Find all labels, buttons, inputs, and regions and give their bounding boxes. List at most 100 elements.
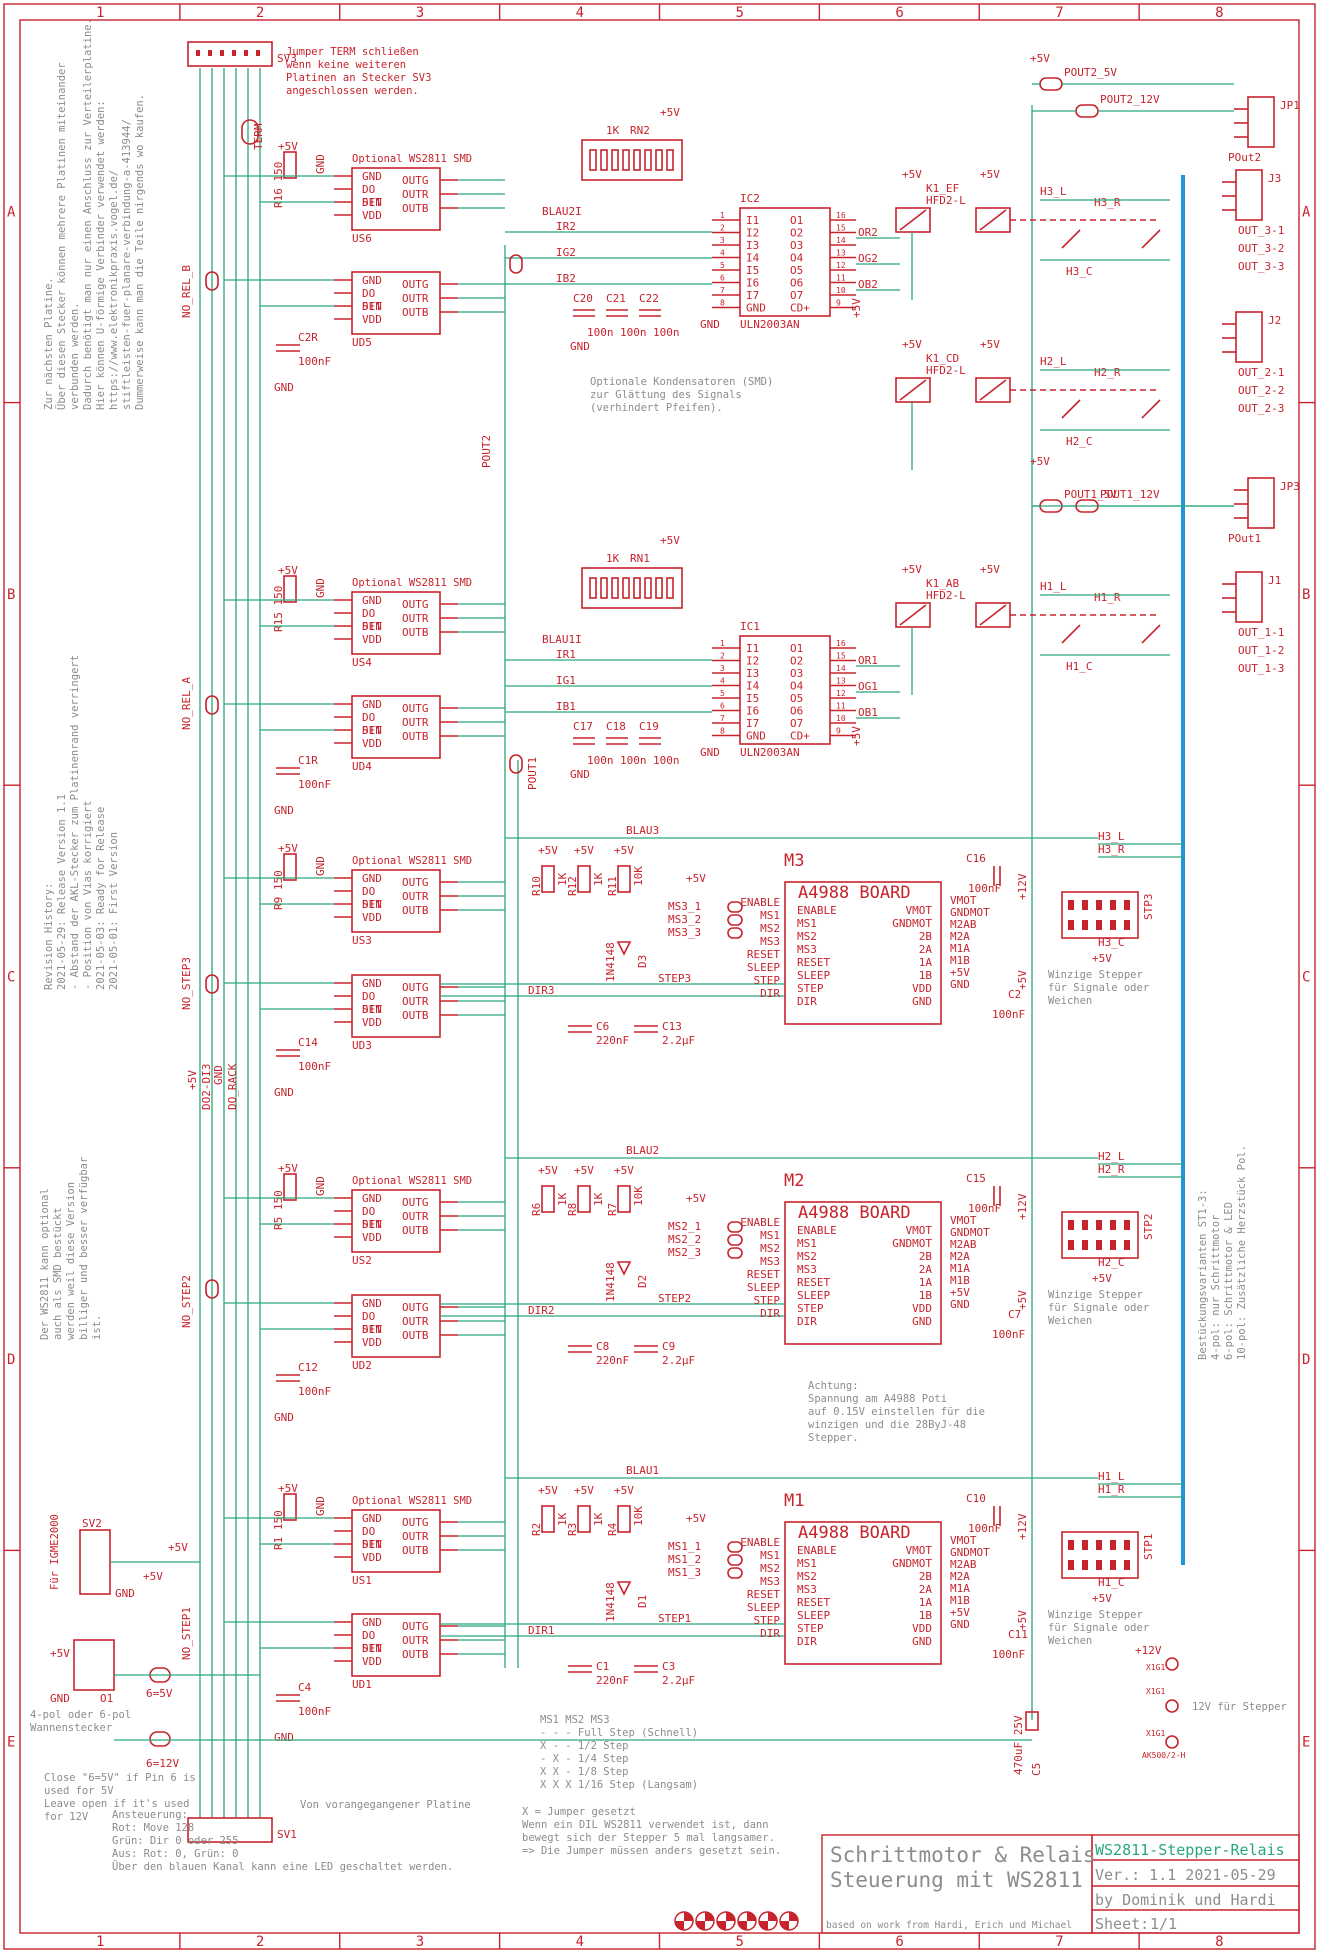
- ws-pin-outb: OUTB: [402, 306, 429, 319]
- ws-pin-din: DIN: [362, 724, 382, 737]
- pin-number: 9: [836, 299, 841, 308]
- a4988-net-right: +5V: [950, 1286, 970, 1299]
- plus5v-label: +5V: [686, 1512, 706, 1525]
- gnd-label: GND: [314, 578, 327, 598]
- a4988-pin-gndmot: GNDMOT: [892, 917, 932, 930]
- grid-row-label: E: [7, 1735, 15, 1751]
- svg-text:+5V: +5V: [50, 1647, 70, 1660]
- grid-row-label: C: [7, 970, 15, 986]
- ms-label: MS2_1: [668, 1220, 701, 1233]
- net-label: OUT_2-1: [1238, 366, 1284, 379]
- note-line: winzigen und die 28ByJ-48: [808, 1419, 966, 1431]
- plus5v-label: +5V: [1016, 1610, 1029, 1630]
- grid-col-label: 5: [735, 5, 743, 21]
- plus5v-label: +5V: [1092, 1272, 1112, 1285]
- note-line: verbunden werden.: [69, 303, 81, 410]
- resistor-ref: R11: [606, 876, 619, 896]
- uln-pin-gnd: GND: [746, 302, 766, 315]
- rn-value: 1K: [606, 552, 620, 565]
- a4988-pin-2b: 2B: [919, 1250, 933, 1263]
- connector-ref: J2: [1268, 314, 1281, 327]
- note-line: https://www.elektronikpraxis.vogel.de/: [108, 170, 120, 410]
- cap-ref: C11: [1008, 1628, 1028, 1641]
- a4988-net-right: GND: [950, 1298, 970, 1311]
- ws-ref: US2: [352, 1254, 372, 1267]
- uln-pin-cd+: CD+: [790, 730, 810, 743]
- ws-pin-set: SET: [362, 1538, 382, 1551]
- note-line: X X X 1/16 Step (Langsam): [540, 1779, 698, 1791]
- pout-label: POUT1_5V: [1064, 488, 1117, 501]
- plus5v-label: +5V: [1030, 52, 1050, 65]
- ws-resistor: R9 150: [272, 870, 285, 910]
- a4988-net-right: VMOT: [950, 1534, 977, 1547]
- a4988-net-right: VMOT: [950, 894, 977, 907]
- uln-pin-i5: I5: [746, 692, 759, 705]
- ws-ref: UD4: [352, 760, 372, 773]
- net-label: H1_L: [1098, 1470, 1125, 1483]
- plus5v-label: +5V: [686, 1192, 706, 1205]
- pin-number: 2: [720, 652, 725, 661]
- cap-val: 220nF: [596, 1674, 629, 1687]
- a4988-pin-1b: 1B: [919, 1289, 933, 1302]
- a4988-pin-2b: 2B: [919, 930, 933, 943]
- plus5v-label: +5V: [980, 338, 1000, 351]
- note-line: Aus: Rot: 0, Grün: 0: [112, 1848, 238, 1860]
- uln-pin-o3: O3: [790, 667, 803, 680]
- ws-pin-outr: OUTR: [402, 890, 429, 903]
- pin-number: 1: [720, 211, 725, 220]
- ic-ref: IC2: [740, 192, 760, 205]
- connector-label: POut1: [1228, 532, 1261, 545]
- title-main-2: Steuerung mit WS2811: [830, 1868, 1083, 1892]
- ws-optional-label: Optional WS2811 SMD: [352, 855, 472, 867]
- a4988-title: A4988 BOARD: [798, 1203, 911, 1223]
- a4988-net-ms3: MS3: [760, 935, 780, 948]
- resistor-val: 1K: [592, 1192, 605, 1206]
- a4988-pin-enable: ENABLE: [797, 1544, 837, 1557]
- ws-ref: UD5: [352, 336, 372, 349]
- resistor-val: 10K: [632, 1506, 645, 1526]
- ws-pin-do: DO: [362, 1205, 375, 1218]
- plus5v-label: +5V: [1016, 1290, 1029, 1310]
- c5-12v-area: 470uF 25V C5 +12V X1G1 X1G1 X1G1 AK500/2…: [1012, 1644, 1186, 1776]
- stp-ref: STP3: [1142, 894, 1155, 921]
- net-label: OUT_1-3: [1238, 662, 1284, 675]
- ws-pin-din: DIN: [362, 898, 382, 911]
- grid-col-label: 5: [735, 1934, 743, 1950]
- svg-text:+12V: +12V: [1135, 1644, 1162, 1657]
- cap-ref: C1R: [298, 754, 318, 767]
- a4988-net-right: +5V: [950, 966, 970, 979]
- title-main-1: Schrittmotor & Relais: [830, 1843, 1096, 1867]
- svg-text:470uF 25V: 470uF 25V: [1012, 1715, 1025, 1775]
- ws-pin-outr: OUTR: [402, 995, 429, 1008]
- cap-ref: C2: [1008, 988, 1021, 1001]
- a4988-pin-ms3: MS3: [797, 1263, 817, 1276]
- ws-pin-gnd: GND: [362, 977, 382, 990]
- diode-ref: D2: [636, 1275, 649, 1288]
- cap-val: 100nF: [992, 1008, 1025, 1021]
- cap-ref: C7: [1008, 1308, 1021, 1321]
- net-label: H1_R: [1094, 591, 1121, 604]
- a4988-net-dir: DIR: [760, 1307, 780, 1320]
- grid-col-label: 6: [895, 1934, 903, 1950]
- pout-jumper: POUT2_5V: [1032, 66, 1234, 91]
- ms-label: MS1_1: [668, 1540, 701, 1553]
- connector-ref: JP1: [1280, 99, 1300, 112]
- a4988-pin-dir: DIR: [797, 1635, 817, 1648]
- net-label: H2_L: [1098, 1150, 1125, 1163]
- ws-pin-do: DO: [362, 885, 375, 898]
- pin-number: 6: [720, 274, 725, 283]
- ic-ref: IC1: [740, 620, 760, 633]
- note-line: werden weil diese Version: [65, 1182, 77, 1340]
- ws-pin-outr: OUTR: [402, 1210, 429, 1223]
- pin-number: 2: [720, 224, 725, 233]
- ms-label: MS2_3: [668, 1246, 701, 1259]
- title-credit: based on work from Hardi, Erich und Mich…: [826, 1920, 1072, 1931]
- a4988-pin-enable: ENABLE: [797, 1224, 837, 1237]
- plus5v-label: +5V: [278, 564, 298, 577]
- net-label: IR2: [556, 220, 576, 233]
